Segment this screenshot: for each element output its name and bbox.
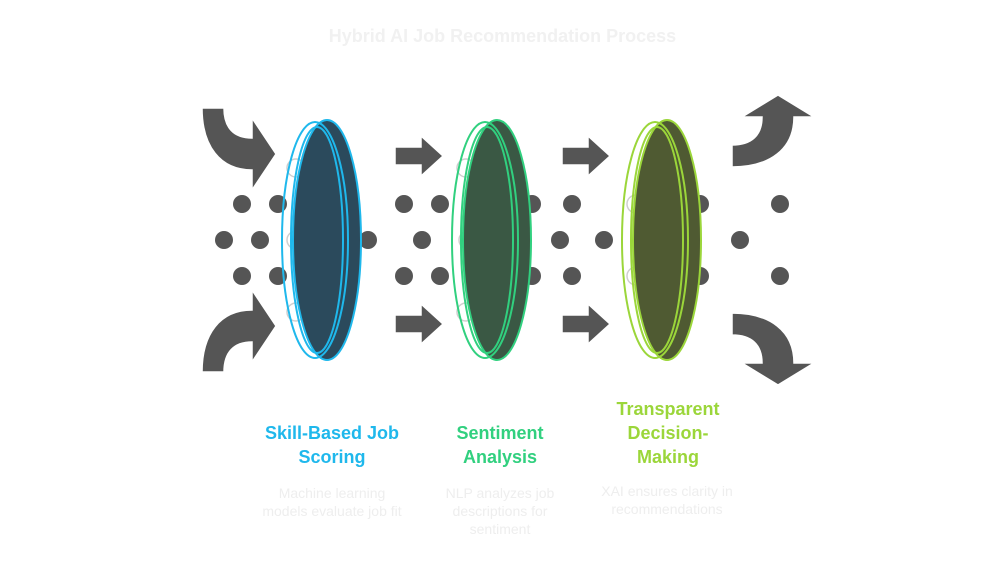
particle-dot (215, 231, 233, 249)
filter-ring-sentiment (451, 119, 532, 361)
particle-dot (233, 195, 251, 213)
particle-dot (595, 231, 613, 249)
curved-arrow-out-top-icon (731, 94, 817, 168)
particle-dot (395, 267, 413, 285)
particle-dot (771, 267, 789, 285)
arrow-right-icon (394, 134, 445, 178)
particle-dot (233, 267, 251, 285)
particle-dot (563, 195, 581, 213)
particle-dot (431, 195, 449, 213)
stage-2-description: NLP analyzes job descriptions for sentim… (445, 485, 555, 537)
particle-dot (251, 231, 269, 249)
particle-dot (771, 195, 789, 213)
curved-arrow-in-top-icon (201, 107, 277, 193)
arrow-right-icon (561, 134, 612, 178)
diagram-title: Hybrid AI Job Recommendation Process (328, 26, 677, 46)
particle-dot (563, 267, 581, 285)
particle-dot (395, 195, 413, 213)
stage-1-title: Skill-Based Job Scoring (264, 423, 400, 467)
particle-dot (359, 231, 377, 249)
particle-dot (731, 231, 749, 249)
particle-dot (413, 231, 431, 249)
particle-dot (551, 231, 569, 249)
arrows-layer (201, 94, 817, 386)
curved-arrow-in-bottom-icon (201, 287, 277, 373)
rings-layer (281, 119, 702, 361)
particle-dot (431, 267, 449, 285)
stage-1-description: Machine learning models evaluate job fit (262, 485, 402, 519)
filter-ring-transparency (621, 119, 702, 361)
curved-arrow-out-bottom-icon (731, 312, 817, 386)
stage-3-description: XAI ensures clarity in recommendations (601, 483, 733, 517)
arrow-right-icon (394, 302, 445, 346)
stage-2-title: Sentiment Analysis (456, 423, 544, 467)
stage-3-title: Transparent Decision-Making (616, 399, 720, 467)
arrow-right-icon (561, 302, 612, 346)
filter-ring-skill-scoring (281, 119, 362, 361)
